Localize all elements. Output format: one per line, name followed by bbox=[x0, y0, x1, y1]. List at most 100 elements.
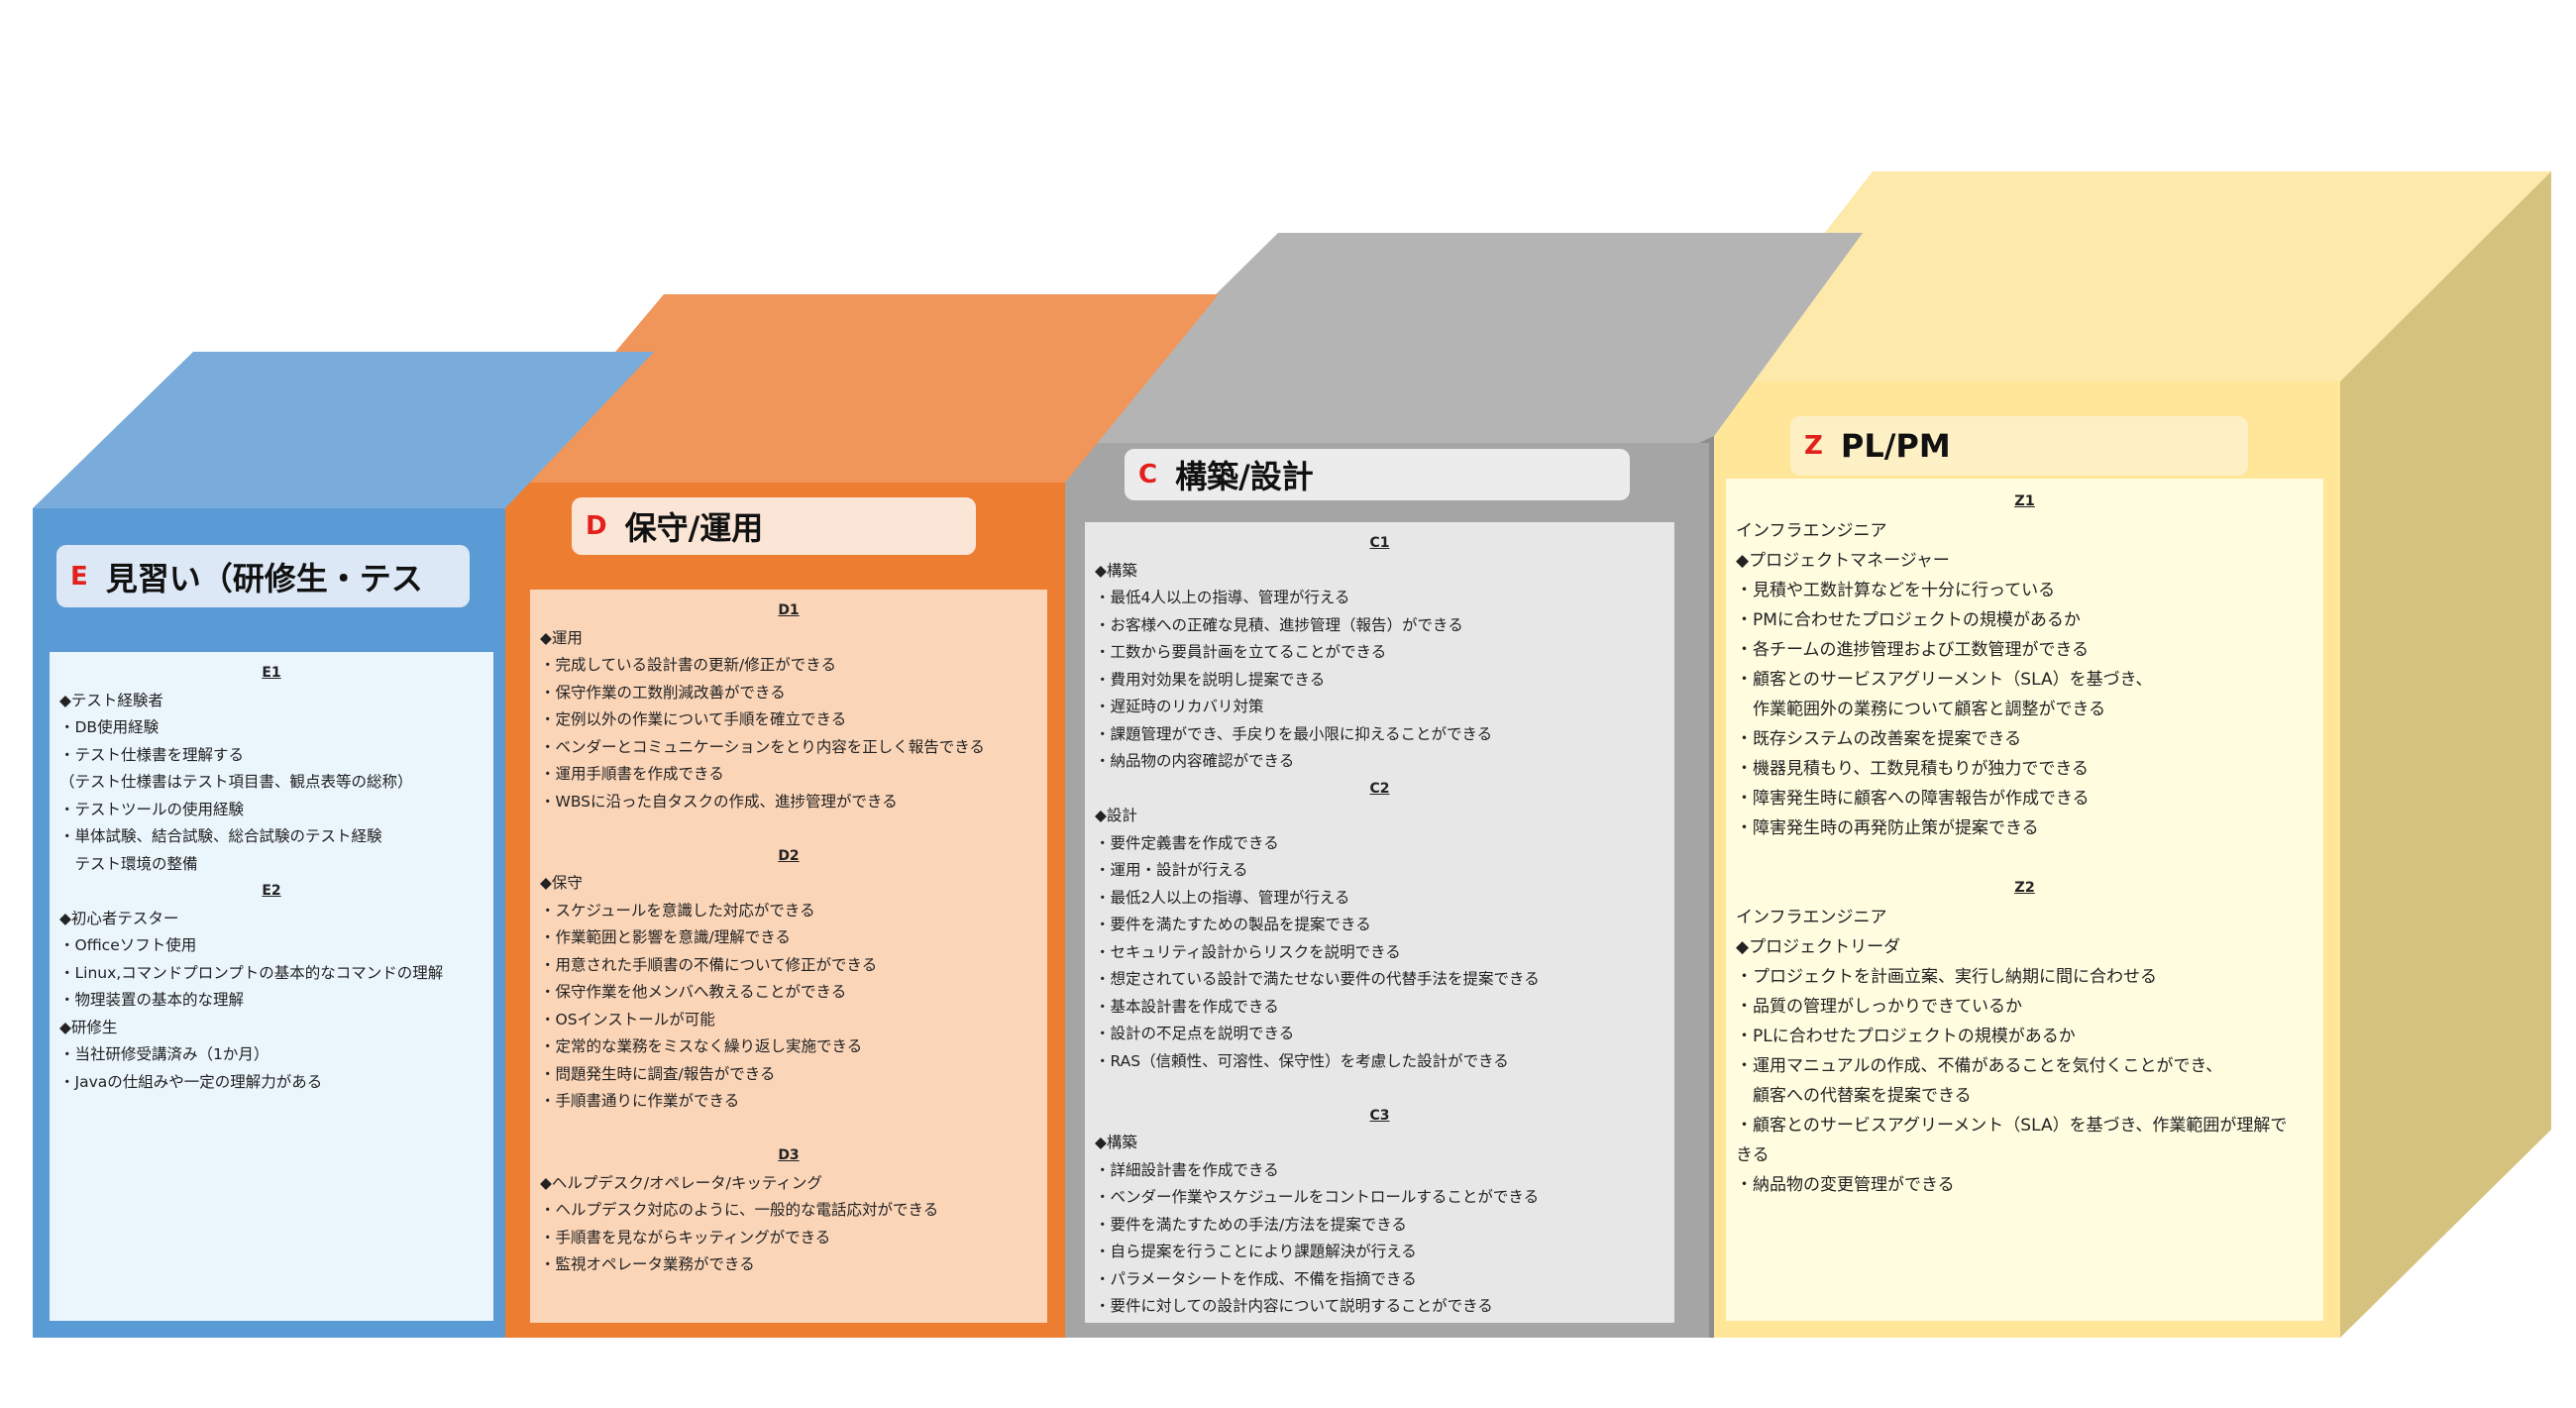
stage-d-skill-item: ・ヘルプデスク対応のように、一般的な電話応対ができる bbox=[540, 1201, 939, 1219]
stage-d-skill-item: ・保守作業を他メンバへ教えることができる bbox=[540, 983, 847, 1001]
stage-c-skill-item: ・ベンダー作業やスケジュールをコントロールすることができる bbox=[1095, 1188, 1540, 1206]
stage-d-skill-item: ・問題発生時に調査/報告ができる bbox=[540, 1064, 776, 1083]
stage-d-panel: D1 ◆運用・完成している設計書の更新/修正ができる・保守作業の工数削減改善ができ… bbox=[530, 590, 1047, 1323]
stage-z-skill-item: 作業範囲外の業務について顧客と調整ができる bbox=[1736, 700, 2106, 719]
stage-c-role-heading: ◆構築 bbox=[1095, 1134, 1137, 1151]
stage-e-role-heading: ◆テスト経験者 bbox=[59, 691, 163, 709]
stage-e-skill-item: （テスト仕様書はテスト項目書、観点表等の総称） bbox=[59, 773, 413, 791]
stage-c-panel: C1◆構築・最低4人以上の指導、管理が行える・お客様への正確な見積、進捗管理（報… bbox=[1085, 522, 1674, 1323]
stage-c-skill-item: ・お客様への正確な見積、進捗管理（報告）ができる bbox=[1095, 615, 1463, 634]
stage-d-role-heading: ◆ヘルプデスク/オペレータ/キッティング bbox=[540, 1173, 822, 1192]
stage-e-letter: E bbox=[70, 561, 88, 592]
stage-z-role-heading: ◆プロジェクトマネージャー bbox=[1736, 551, 1950, 571]
stage-c-skill-item: ・要件定義書を作成できる bbox=[1095, 833, 1279, 852]
stage-d-spacer bbox=[540, 815, 1037, 843]
stage-c-title-text: 構築/設計 bbox=[1175, 458, 1314, 495]
stage-z-level-heading: Z2 bbox=[2014, 880, 2035, 896]
stage-d-skill-item: ・スケジュールを意識した対応ができる bbox=[540, 901, 815, 920]
stage-c-skill-item: ・基本設計書を作成できる bbox=[1095, 997, 1279, 1016]
stage-e-skill-item: ・当社研修受講済み（1か月） bbox=[59, 1045, 269, 1063]
stage-c-skill-item: ・遅延時のリカバリ対策 bbox=[1095, 698, 1264, 715]
stage-d-role-heading: ◆保守 bbox=[540, 874, 583, 892]
block-d-top bbox=[505, 294, 1219, 483]
block-z-side bbox=[2340, 171, 2551, 1338]
stage-d-level-heading: D2 bbox=[778, 847, 800, 864]
stage-z-skill-item: ・PMに合わせたプロジェクトの規模があるか bbox=[1736, 610, 2081, 630]
stage-c-skill-item: ・パラメータシートを作成、不備を指摘できる bbox=[1095, 1269, 1417, 1288]
stage-c-skill-item: ・最低4人以上の指導、管理が行える bbox=[1095, 589, 1350, 606]
stage-c-skill-item: ・課題管理ができ、手戻りを最小限に抑えることができる bbox=[1095, 724, 1493, 743]
stage-d-skill-item: ・運用手順書を作成できる bbox=[540, 765, 724, 783]
stage-e-skill-item: ・単体試験、結合試験、総合試験のテスト経験 bbox=[59, 827, 382, 845]
stage-c-spacer bbox=[1095, 1075, 1664, 1103]
stage-z-skill-item: ・顧客とのサービスアグリーメント（SLA）を基づき、作業範囲が理解で bbox=[1736, 1116, 2288, 1136]
stage-c-skill-item: ・設計の不足点を説明できる bbox=[1095, 1025, 1295, 1042]
stage-c-skill-item: ・RAS（信頼性、可溶性、保守性）を考慮した設計ができる bbox=[1095, 1051, 1509, 1070]
stage-e-role-heading: ◆初心者テスター bbox=[59, 909, 179, 927]
stage-e-skill-item: ・Javaの仕組みや一定の理解力がある bbox=[59, 1072, 323, 1091]
stage-d-skill-item: ・OSインストールが可能 bbox=[540, 1010, 715, 1029]
stage-z-skill-item: ・品質の管理がしっかりできているか bbox=[1736, 997, 2022, 1017]
stage-e-skill-item: ・テスト仕様書を理解する bbox=[59, 745, 245, 764]
stage-z-role-heading: ◆プロジェクトリーダ bbox=[1736, 937, 1901, 957]
stage-e-title-text: 見習い（研修生・テス bbox=[105, 559, 423, 597]
stage-d-skill-item: ・手順書通りに作業ができる bbox=[540, 1092, 740, 1110]
stage-z-role-heading: インフラエンジニア bbox=[1736, 521, 1887, 541]
stage-z-letter: Z bbox=[1804, 431, 1823, 461]
stage-c-level-heading: C2 bbox=[1369, 780, 1390, 797]
stage-e-skill-item: テスト環境の整備 bbox=[59, 854, 198, 873]
stage-d-skill-item: ・定例以外の作業について手順を確立できる bbox=[540, 710, 847, 728]
stage-z-title: Z PL/PM bbox=[1790, 416, 2248, 476]
stage-c-skill-item: ・自ら提案を行うことにより課題解決が行える bbox=[1095, 1243, 1417, 1260]
stage-c-skill-item: ・運用・設計が行える bbox=[1095, 861, 1248, 879]
stage-z-spacer bbox=[1736, 843, 2313, 873]
stage-e-panel: E1 ◆テスト経験者・DB使用経験・テスト仕様書を理解する （テスト仕様書はテスト項… bbox=[50, 652, 493, 1321]
stage-d-skill-item: ・作業範囲と影響を意識/理解できる bbox=[540, 928, 791, 946]
stage-c-role-heading: ◆構築 bbox=[1095, 561, 1137, 580]
stage-z-skill-item: ・障害発生時に顧客への障害報告が作成できる bbox=[1736, 789, 2090, 809]
stage-e-title: E 見習い（研修生・テス bbox=[56, 545, 470, 607]
stage-e-skill-item: ・Officeソフト使用 bbox=[59, 936, 197, 954]
stage-c-skill-item: ・工数から要員計画を立てることができる bbox=[1095, 643, 1387, 661]
stage-d-letter: D bbox=[586, 511, 607, 541]
stage-d-role-heading: ◆運用 bbox=[540, 628, 583, 647]
block-z-top bbox=[1709, 171, 2551, 381]
stage-d-level-heading: D1 bbox=[778, 602, 800, 618]
stage-e-skill-item: ・テストツールの使用経験 bbox=[59, 800, 245, 818]
stage-d-title-text: 保守/運用 bbox=[624, 509, 764, 547]
stage-z-role-heading: インフラエンジニア bbox=[1736, 908, 1887, 927]
stage-z-level-heading: Z1 bbox=[2014, 493, 2035, 509]
stage-c-skill-item: ・要件に対しての設計内容について説明することができる bbox=[1095, 1297, 1493, 1315]
stage-d-skill-item: ・完成している設計書の更新/修正ができる bbox=[540, 656, 836, 674]
stage-e-level-heading: E1 bbox=[262, 665, 281, 681]
stage-e-skill-item: ・Linux,コマンドプロンプトの基本的なコマンドの理解 bbox=[59, 963, 444, 982]
stage-c-letter: C bbox=[1138, 460, 1158, 489]
stage-d-skill-item: ・手順書を見ながらキッティングができる bbox=[540, 1228, 831, 1246]
stage-z-title-text: PL/PM bbox=[1840, 427, 1951, 465]
stage-z-skill-item: ・運用マニュアルの作成、不備があることを気付くことができ、 bbox=[1736, 1056, 2223, 1076]
stage-d-spacer bbox=[540, 1116, 1037, 1143]
stage-z-skill-item: ・既存システムの改善案を提案できる bbox=[1736, 729, 2022, 749]
stage-d-skill-item: ・監視オペレータ業務ができる bbox=[540, 1255, 755, 1273]
stage-c-level-heading: C1 bbox=[1369, 535, 1390, 551]
stage-c-skill-item: ・納品物の内容確認ができる bbox=[1095, 752, 1295, 770]
block-e-top bbox=[33, 352, 654, 508]
block-c-top bbox=[1065, 233, 1863, 443]
stage-d-skill-item: ・保守作業の工数削減改善ができる bbox=[540, 683, 786, 702]
stage-c-title: C 構築/設計 bbox=[1125, 449, 1630, 500]
stage-e-skill-item: ・DB使用経験 bbox=[59, 718, 160, 736]
stage-z-skill-item: ・PLに合わせたプロジェクトの規模があるか bbox=[1736, 1027, 2076, 1046]
stage-d-skill-item: ・定常的な業務をミスなく繰り返し実施できる bbox=[540, 1037, 863, 1055]
stage-z-skill-item: ・障害発生時の再発防止策が提案できる bbox=[1736, 818, 2039, 838]
stage-c-skill-item: ・詳細設計書を作成できる bbox=[1095, 1160, 1279, 1179]
stage-c-skill-item: ・要件を満たすための手法/方法を提案できる bbox=[1095, 1215, 1407, 1234]
stage-c-skill-item: ・想定されている設計で満たせない要件の代替手法を提案できる bbox=[1095, 970, 1540, 988]
stage-d-level-heading: D3 bbox=[778, 1147, 800, 1163]
stage-e-level-heading: E2 bbox=[262, 883, 281, 899]
stage-d-title: D 保守/運用 bbox=[572, 497, 976, 555]
stage-e-role-heading: ◆研修生 bbox=[59, 1018, 118, 1036]
stage-d-skill-item: ・用意された手順書の不備について修正ができる bbox=[540, 955, 878, 974]
stage-z-skill-item: きる bbox=[1736, 1145, 1770, 1165]
stage-e-skill-item: ・物理装置の基本的な理解 bbox=[59, 991, 245, 1009]
